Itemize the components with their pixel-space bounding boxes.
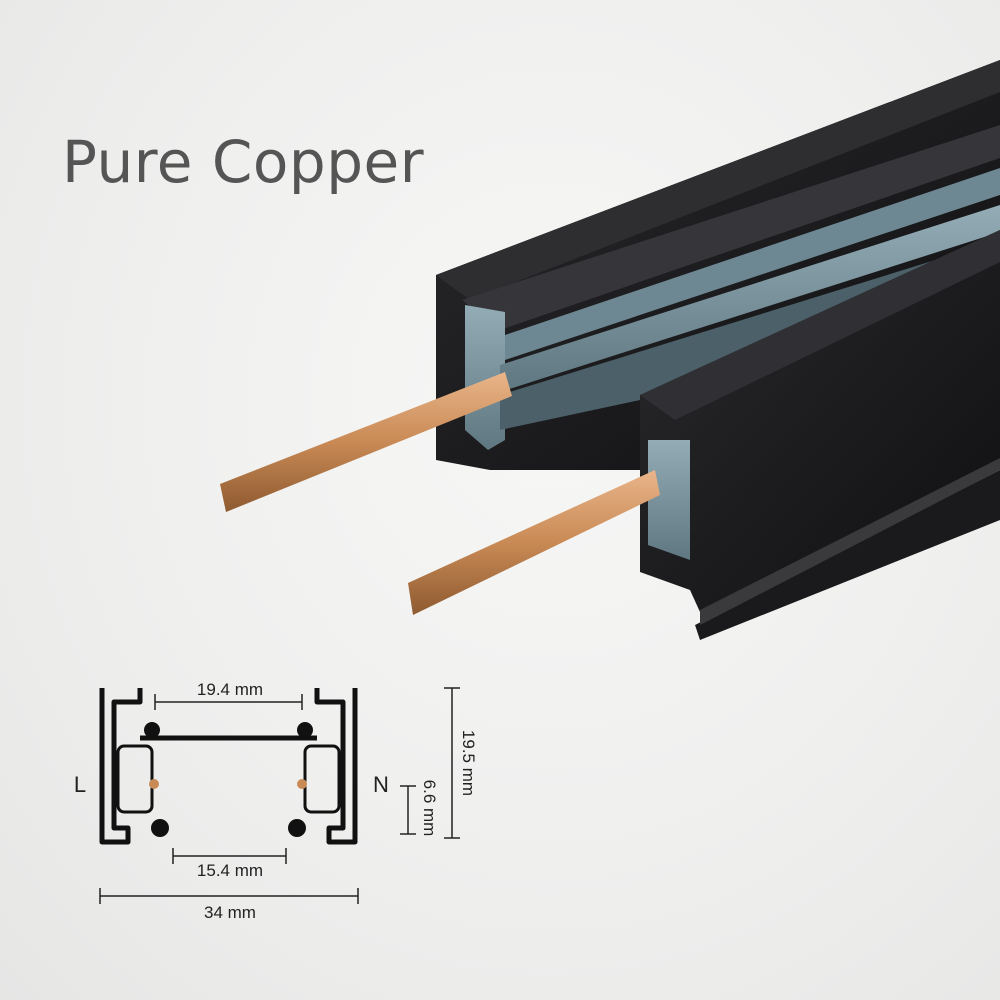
top-gap-label: 19.4 mm — [197, 680, 263, 699]
copper-strip-lower — [408, 470, 660, 615]
height-label: 19.5 mm — [459, 730, 478, 796]
bottom-gap-label: 15.4 mm — [197, 861, 263, 880]
dimension-lines — [99, 687, 460, 904]
lower-track — [640, 230, 1000, 640]
slot-height-label: 6.6 mm — [420, 780, 439, 837]
right-pole-label: N — [373, 772, 389, 797]
profile-outline — [99, 688, 358, 845]
profile-details — [116, 722, 341, 837]
left-pole-label: L — [74, 772, 86, 797]
headline: Pure Copper — [62, 128, 425, 196]
copper-strip-upper — [220, 372, 512, 512]
total-width-label: 34 mm — [204, 903, 256, 922]
